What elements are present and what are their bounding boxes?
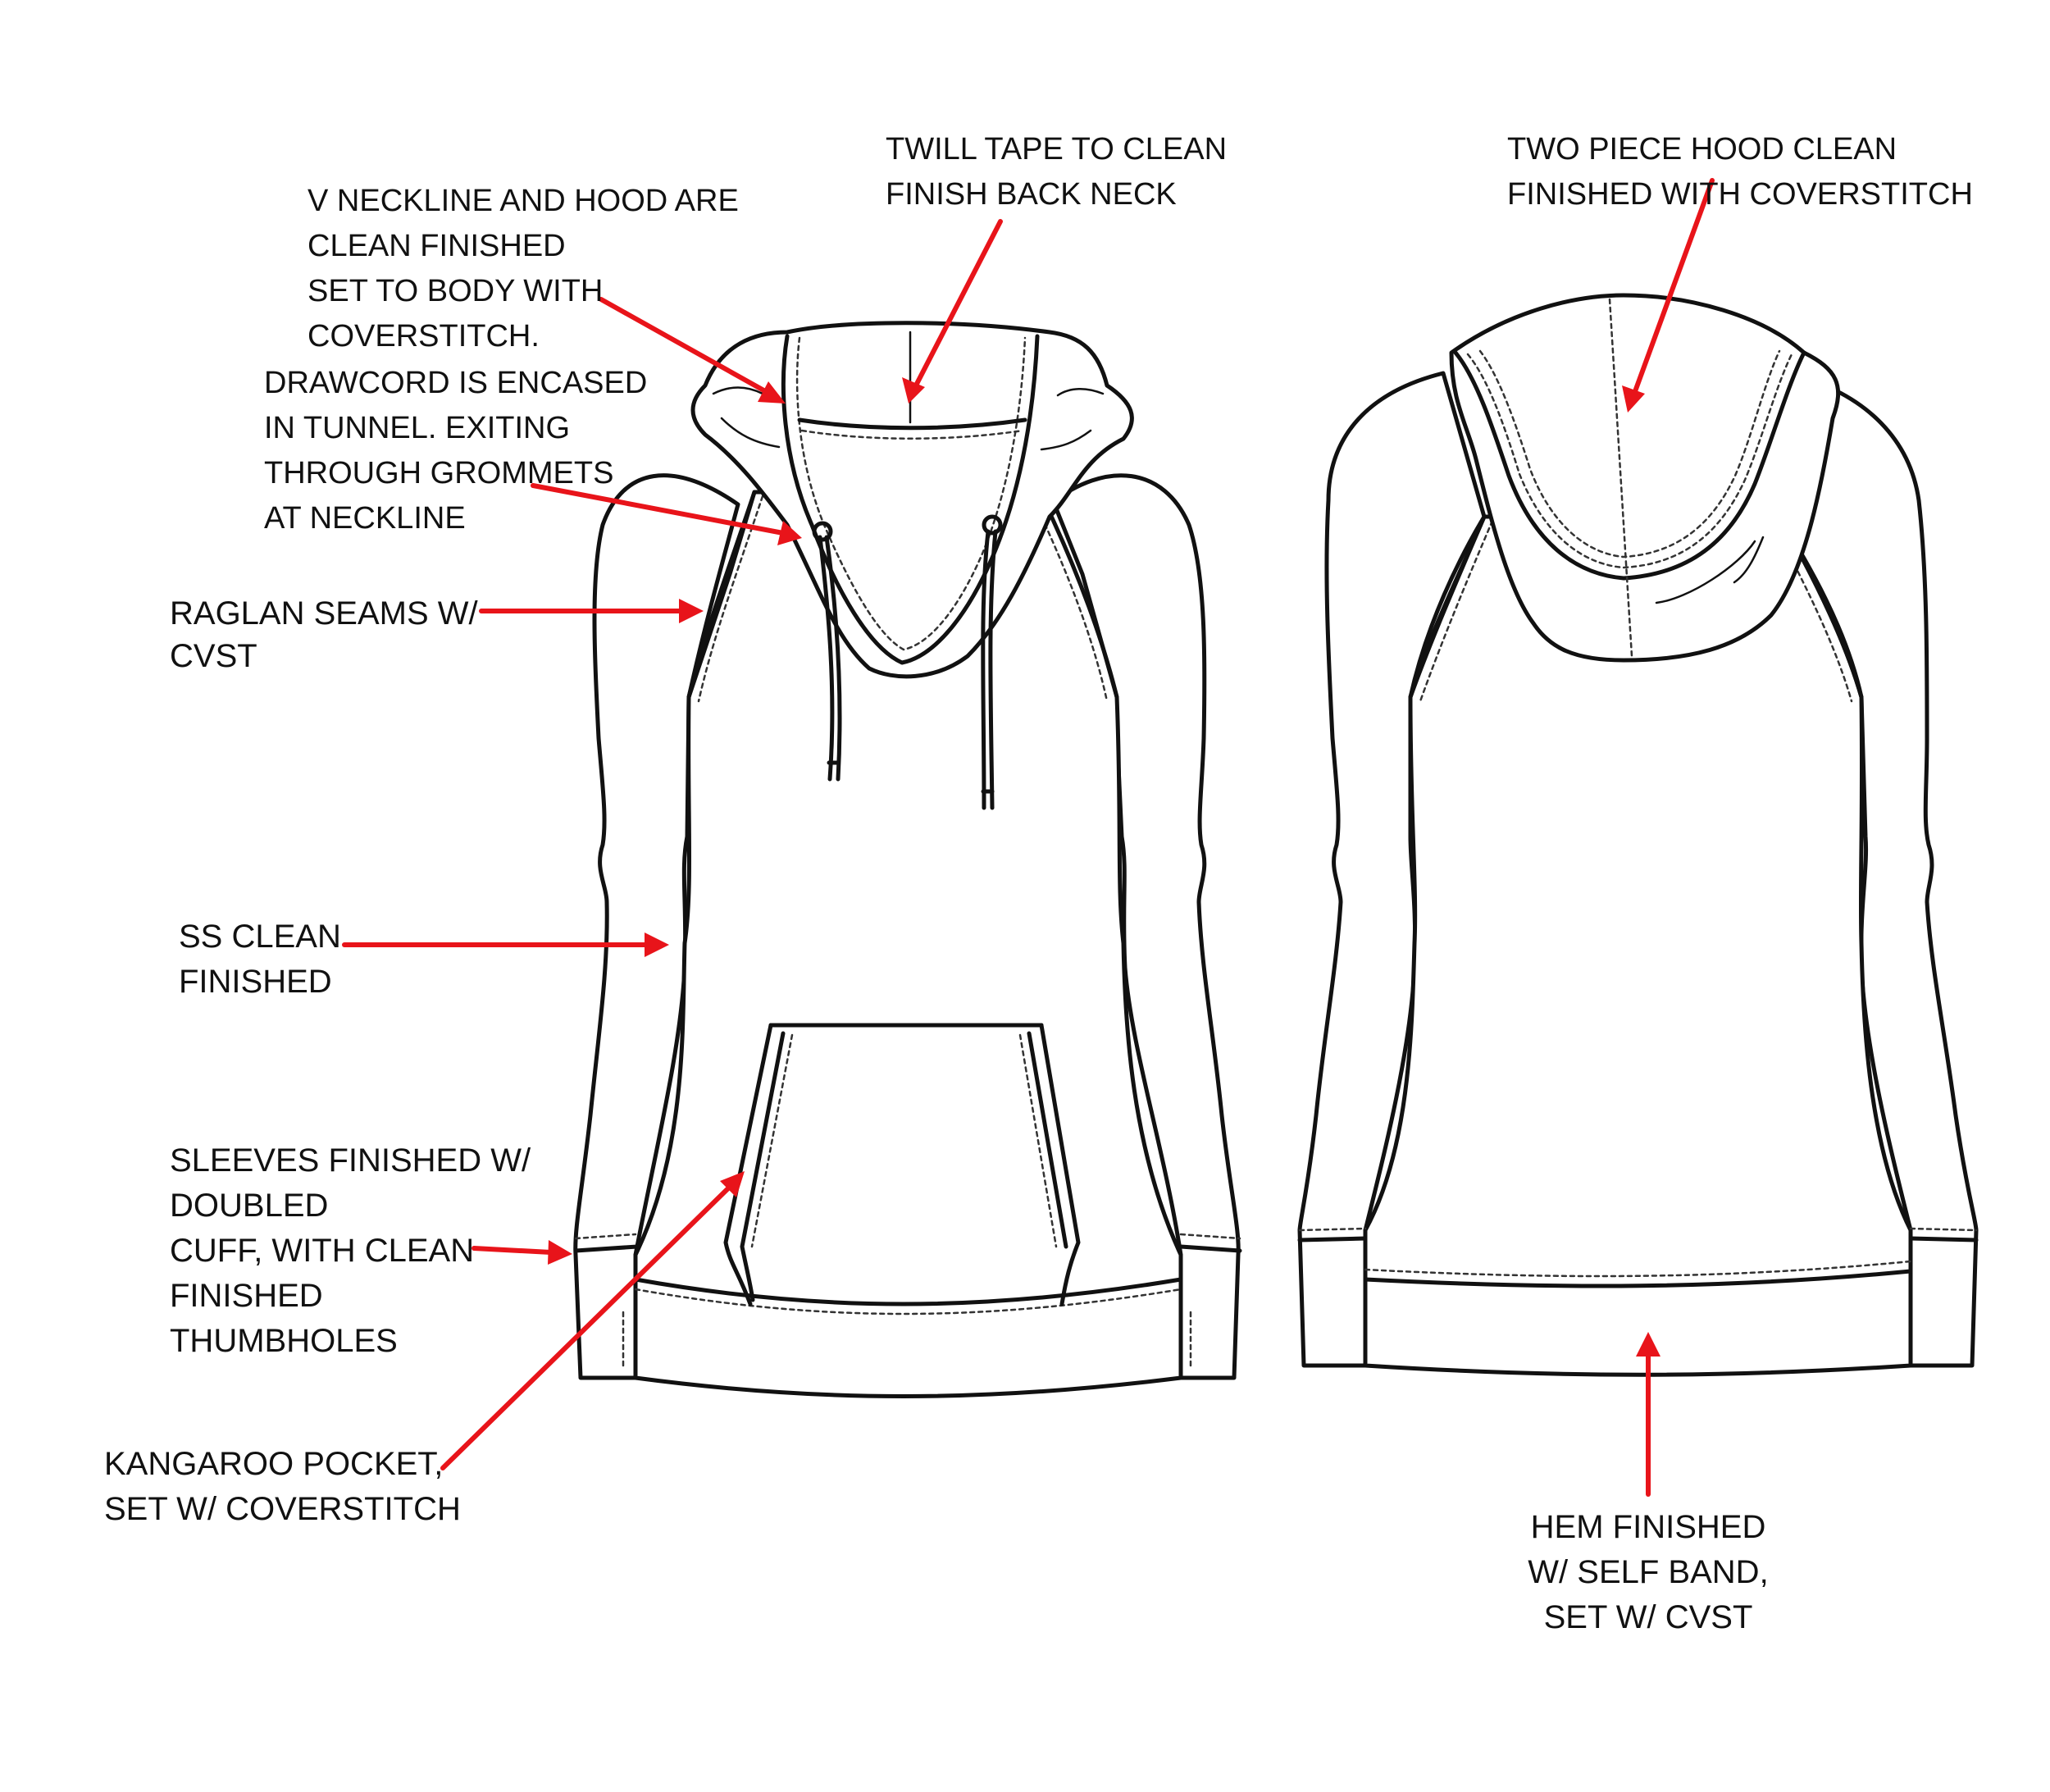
front-hood-inner-stitch [795,336,1027,651]
front-right-cuff [1178,1244,1242,1253]
callout-twill-tape-line-2: FINISH BACK NECK [886,177,1177,212]
front-pocket-left-opening [740,1031,786,1302]
callout-sleeves-line-1: SLEEVES FINISHED W/ [170,1142,531,1179]
callout-hem-line-2: W/ SELF BAND, [1528,1554,1769,1590]
back-right-cuff [1908,1236,1979,1243]
front-left-raglan-stitch [697,495,764,703]
back-hood-brim-stitch [1466,353,1793,569]
arrow-twill-tape [902,219,1003,404]
back-view [1297,293,1979,1377]
back-hood-center-seam [1608,298,1633,658]
front-right-drawcord-b [988,529,998,810]
callout-sleeves-line-2: DOUBLED [170,1188,329,1224]
front-view [573,321,1242,1398]
callout-raglan-line-1: RAGLAN SEAMS W/ [170,595,478,632]
front-body [633,490,1183,1398]
back-hem-band [1363,1269,1913,1288]
arrow-drawcord [531,483,802,545]
front-pocket-left-stitch [750,1033,794,1248]
front-hood-drape-left [720,417,781,449]
back-left-cuff-seam [1298,1227,1367,1232]
callout-sleeves-line-3: CUFF, WITH CLEAN [170,1233,475,1269]
callout-sleeves-line-4: FINISHED [170,1278,323,1314]
back-hood-brim [1453,350,1806,581]
arrow-two-piece-hood [1622,178,1715,413]
callout-two-piece-hood: TWO PIECE HOOD CLEAN FINISHED WITH COVER… [1507,127,1973,217]
arrow-sleeves [472,1240,572,1265]
front-pocket-right-opening [1027,1031,1068,1249]
front-left-cuff [573,1244,640,1253]
back-left-raglan-stitch [1419,519,1494,703]
callout-kangaroo-line-2: SET W/ COVERSTITCH [104,1491,461,1527]
front-right-raglan [1047,510,1119,700]
callout-v-neckline-line-3: SET TO BODY WITH [308,274,604,308]
back-right-cuff-seam [1909,1227,1978,1232]
front-right-sleeve [1047,473,1241,1380]
callout-v-neckline-line-2: CLEAN FINISHED [308,229,566,263]
front-pocket-right-stitch [1018,1033,1058,1248]
front-hood-outer [690,321,1134,679]
front-right-drawcord [981,529,991,810]
front-hem-band [633,1277,1183,1306]
front-left-drawcord [818,535,835,782]
back-hood-fold-2 [1733,536,1765,584]
back-left-raglan [1408,514,1487,700]
back-hood-brim-stitch-2 [1478,349,1781,559]
callout-two-piece-hood-line-1: TWO PIECE HOOD CLEAN [1507,132,1897,166]
arrow-ss-clean [342,932,669,957]
callout-v-neckline: V NECKLINE AND HOOD ARE CLEAN FINISHED S… [308,179,739,359]
arrow-hem [1636,1332,1660,1497]
front-left-grommet [812,521,833,542]
callout-kangaroo-line-1: KANGAROO POCKET, [104,1446,444,1482]
arrow-raglan [479,599,704,623]
callout-ss-clean-line-2: FINISHED [179,964,332,1000]
back-left-cuff [1297,1236,1368,1243]
callout-raglan-line-2: CVST [170,638,257,674]
front-hem-stitch [634,1288,1182,1316]
arrow-kangaroo [440,1171,745,1471]
callout-sleeves: SLEEVES FINISHED W/ DOUBLED CUFF, WITH C… [170,1138,531,1364]
callout-hem: HEM FINISHED W/ SELF BAND, SET W/ CVST [1476,1505,1820,1640]
arrow-v-neckline [599,297,786,404]
front-left-cuff-seam [574,1233,637,1240]
callout-v-neckline-line-4: COVERSTITCH. [308,319,540,353]
front-hood-drape-right [1040,429,1092,451]
callout-drawcord-line-4: AT NECKLINE [264,501,466,536]
callout-drawcord-line-2: IN TUNNEL. EXITING [264,411,571,445]
callout-hem-line-3: SET W/ CVST [1543,1599,1753,1635]
front-back-neck [797,417,1027,431]
callout-ss-clean: SS CLEAN FINISHED [179,914,341,1005]
callout-drawcord: DRAWCORD IS ENCASED IN TUNNEL. EXITING T… [264,361,647,541]
callout-drawcord-line-1: DRAWCORD IS ENCASED [264,366,648,400]
front-hood-inner [781,334,1040,665]
callout-ss-clean-line-1: SS CLEAN [179,919,341,955]
callout-twill-tape-line-1: TWILL TAPE TO CLEAN [886,132,1228,166]
back-hood-outer [1449,293,1841,663]
callout-raglan: RAGLAN SEAMS W/ CVST [170,592,478,677]
front-right-grommet [982,514,1003,536]
callout-sleeves-line-5: THUMBHOLES [170,1323,398,1359]
back-hem-stitch [1364,1260,1912,1278]
back-right-sleeve [1777,371,1979,1368]
callout-twill-tape: TWILL TAPE TO CLEAN FINISH BACK NECK [886,127,1227,217]
front-left-raglan [686,490,757,700]
callout-kangaroo: KANGAROO POCKET, SET W/ COVERSTITCH [104,1442,461,1532]
callout-two-piece-hood-line-2: FINISHED WITH COVERSTITCH [1507,177,1973,212]
callout-v-neckline-line-1: V NECKLINE AND HOOD ARE [308,184,739,218]
back-hood-fold [1655,540,1756,604]
front-hood-fold-right [1056,388,1105,397]
front-left-drawcord-b [824,535,842,782]
front-right-raglan-stitch [1040,515,1109,703]
front-hood-fold-left [712,386,764,395]
callout-hem-line-1: HEM FINISHED [1530,1509,1766,1545]
callout-drawcord-line-3: THROUGH GROMMETS [264,456,614,490]
front-left-sleeve [573,473,740,1380]
front-back-neck-stitch [800,429,1024,440]
front-right-cuff-seam [1179,1233,1241,1240]
